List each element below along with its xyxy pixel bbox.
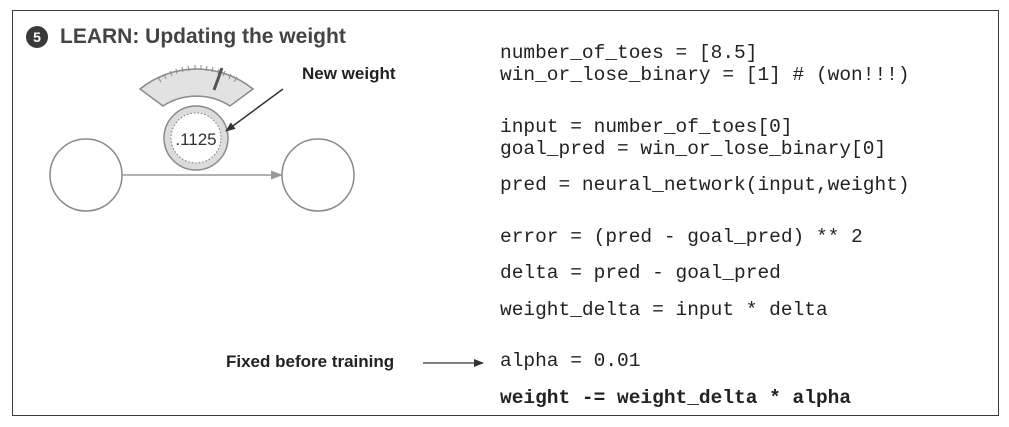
gauge-needle <box>212 67 224 91</box>
weight-gauge-dial <box>138 65 255 107</box>
output-node <box>281 138 355 212</box>
title-text: LEARN: Updating the weight <box>60 25 346 48</box>
code-line: goal_pred = win_or_lose_binary[0] <box>500 138 887 160</box>
code-line: error = (pred - goal_pred) ** 2 <box>500 226 863 248</box>
code-line: alpha = 0.01 <box>500 350 641 372</box>
weight-value: .1125 <box>175 130 216 149</box>
weight-knob: .1125 <box>163 105 229 171</box>
code-line: input = number_of_toes[0] <box>500 116 793 138</box>
input-node <box>49 138 123 212</box>
code-line: pred = neural_network(input,weight) <box>500 174 910 196</box>
code-line: number_of_toes = [8.5] <box>500 42 758 64</box>
step-number-badge: 5 <box>26 26 48 48</box>
new-weight-pointer-arrow <box>225 88 284 132</box>
code-line: delta = pred - goal_pred <box>500 262 781 284</box>
code-line: weight_delta = input * delta <box>500 299 828 321</box>
code-line: win_or_lose_binary = [1] # (won!!!) <box>500 64 910 86</box>
figure-title: 5 LEARN: Updating the weight <box>26 24 346 50</box>
fixed-before-training-label: Fixed before training <box>226 352 395 371</box>
new-weight-label: New weight <box>302 64 396 83</box>
code-line-weight-update: weight -= weight_delta * alpha <box>500 387 852 409</box>
